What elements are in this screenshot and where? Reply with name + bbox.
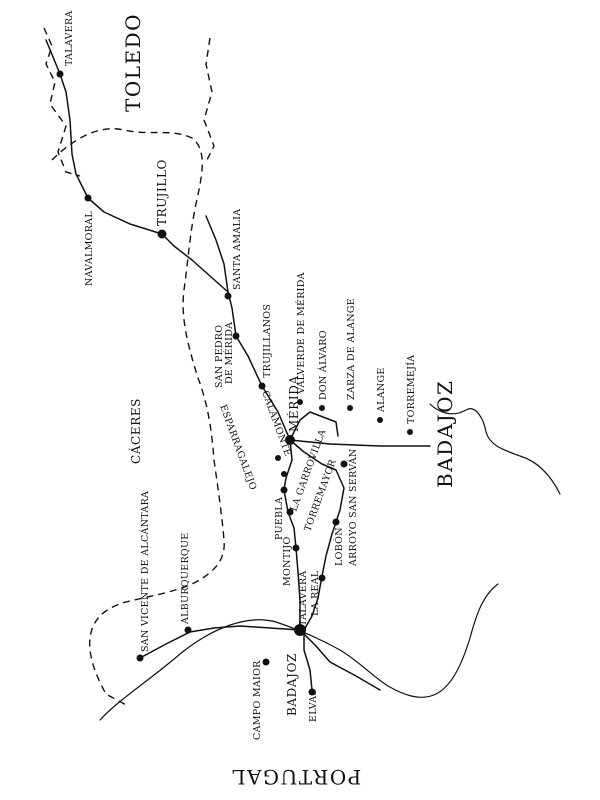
- montijo-marker: [292, 544, 300, 552]
- merida-east-road: [289, 439, 431, 447]
- santa-amalia-road: [205, 215, 229, 293]
- portugal-border: [99, 583, 499, 721]
- torremejia-marker: [407, 429, 413, 435]
- town-label-badajoz-city: BADAJOZ: [285, 653, 299, 716]
- town-label-san-vicente: SAN VICENTE DE ALCÁNTARA: [139, 491, 151, 652]
- town-label-trujillo: TRUJILLO: [155, 159, 169, 226]
- santa-amalia-marker: [224, 292, 232, 300]
- badajoz-west-road: [139, 625, 301, 659]
- campo-maior-marker: [262, 658, 270, 666]
- town-label-campo-maior: CAMPO MAIOR: [252, 660, 263, 740]
- region-label-portugal: PORTUGAL: [231, 765, 361, 789]
- lobon-marker: [332, 518, 340, 526]
- badajoz-south-road: [299, 629, 381, 691]
- region-label-caceres: CÁCERES: [128, 398, 143, 464]
- town-label-don-alvaro: DON ÁLVARO: [317, 330, 329, 400]
- main-road: [45, 39, 301, 629]
- town-label-merida: MÉRIDA: [286, 375, 301, 432]
- garrovilla-marker: [280, 486, 288, 494]
- valverde-marker: [297, 399, 303, 405]
- town-label-san-pedro: SAN PEDRO: [214, 325, 225, 388]
- navalmoral-marker: [84, 194, 92, 202]
- toledo-badajoz-border: [203, 37, 215, 163]
- toledo-caceres-border: [43, 27, 81, 177]
- town-label-torremejia: TORREMEJÍA: [405, 355, 417, 424]
- don-alvaro-marker: [319, 405, 325, 411]
- town-label-alange: ALANGE: [376, 367, 387, 413]
- region-label-badajoz: BADAJOZ: [433, 380, 457, 488]
- puebla-marker: [286, 508, 294, 516]
- region-label-toledo: TOLEDO: [121, 13, 145, 112]
- esparragalejo-marker: [281, 471, 287, 477]
- town-label-de-merida: DE MÉRIDA: [223, 322, 235, 384]
- town-label-puebla: PUEBLA: [274, 497, 285, 540]
- trujillo-marker: [157, 229, 167, 239]
- san-pedro-marker: [232, 332, 240, 340]
- alange-marker: [377, 417, 383, 423]
- town-label-montijo: MONTIJO: [282, 536, 293, 586]
- town-label-esparragalejo: ESPARRAGALEJO: [217, 403, 258, 492]
- town-label-zarza: ZARZA DE ALANGE: [346, 298, 357, 400]
- alburquerque-marker: [184, 626, 192, 634]
- talavera-marker: [56, 70, 64, 78]
- southern-road: [289, 439, 345, 691]
- talavera-real-marker: [318, 574, 326, 582]
- elvas-marker: [308, 688, 316, 696]
- merida-marker: [285, 435, 295, 445]
- east-border: [429, 403, 561, 495]
- town-label-talavera: TALAVERA: [64, 10, 75, 66]
- calamonte-marker: [275, 455, 281, 461]
- town-label-valverde: VALVERDE DE MÉRIDA: [295, 272, 307, 395]
- torremayor-marker: [340, 460, 348, 468]
- trujillanos-marker: [258, 382, 266, 390]
- town-label-alburquerque: ALBURQUERQUE: [180, 532, 191, 625]
- town-label-santa-amalia-2: SANTA AMALIA: [232, 209, 243, 290]
- town-label-lobon: LOBÓN: [333, 527, 345, 566]
- town-label-trujillanos: TRUJILLANOS: [262, 304, 273, 378]
- town-label-talavera-real-2: LA REAL: [310, 570, 321, 616]
- town-label-arroyo: ARROYO SAN SERVÁN: [347, 449, 359, 567]
- merida-spur: [289, 411, 339, 441]
- zarza-marker: [347, 405, 353, 411]
- town-label-navalmoral: NAVALMORAL: [84, 211, 95, 286]
- san-vicente-marker: [136, 654, 144, 662]
- caceres-badajoz-border: [51, 128, 225, 707]
- town-label-talavera-real-1: TALAVERA: [298, 570, 309, 626]
- badajoz-city-marker: [294, 624, 306, 636]
- town-label-elvas: ELVAS: [308, 689, 319, 722]
